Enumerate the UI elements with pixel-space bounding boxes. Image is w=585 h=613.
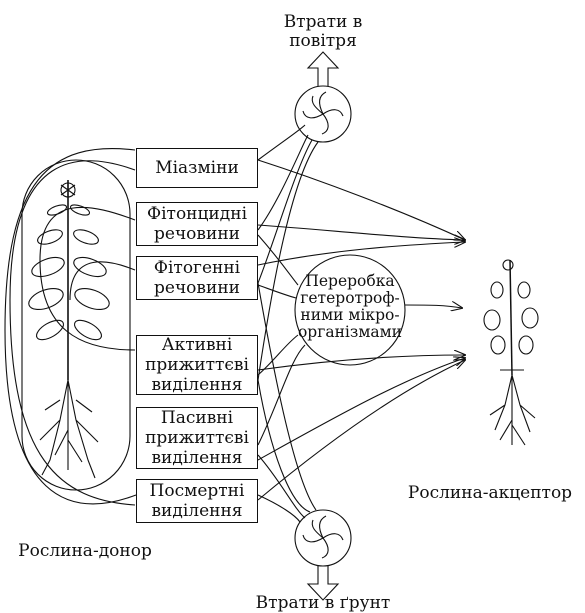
air-loss-label: Втрати в повітря xyxy=(268,13,378,51)
acceptor-plant-icon xyxy=(484,260,538,445)
air-loss-line-1: Втрати в xyxy=(284,12,363,32)
donor-enclosure xyxy=(22,160,130,490)
box-aktyvni: Активні прижиттєві виділення xyxy=(136,335,258,395)
box-fitoncidni: Фітонцидні речовини xyxy=(136,202,258,246)
donor-label: Рослина-донор xyxy=(10,542,160,561)
air-loss-line-2: повітря xyxy=(289,31,357,51)
box-fitogenni: Фітогенні речовини xyxy=(136,256,258,300)
loop-posmertni xyxy=(5,149,136,504)
box-pasyvni: Пасивні прижиттєві виділення xyxy=(136,407,258,469)
loop-fitoncid xyxy=(40,207,135,350)
box-miazmini: Міазміни xyxy=(136,148,258,188)
soil-loss-label: Втрати в ґрунт xyxy=(238,594,408,613)
fan-bottom-icon xyxy=(303,516,343,558)
acceptor-label: Рослина-акцептор xyxy=(400,484,580,503)
donor-plant-icon xyxy=(26,180,112,478)
fan-top-icon xyxy=(303,92,343,134)
box-posmertni: Посмертні виділення xyxy=(136,479,258,523)
arrow-to-air xyxy=(308,52,338,86)
processing-circle-label: Переробка гетеротроф- ними мікро- органі… xyxy=(295,273,405,341)
loop-miazmini xyxy=(10,161,135,505)
